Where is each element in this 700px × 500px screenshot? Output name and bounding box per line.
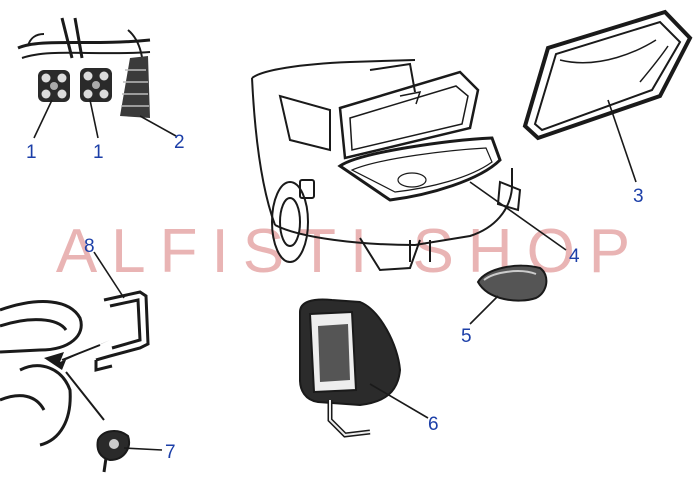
leader-line-4 <box>469 181 567 251</box>
body-bracket-illustration <box>0 300 105 447</box>
lamp-housing-part <box>299 298 402 438</box>
leader-line-7 <box>123 447 163 451</box>
trunk-lid-open <box>338 70 480 160</box>
leader-line-1b <box>89 99 99 139</box>
boot-seal <box>120 56 150 118</box>
leader-line-3 <box>607 99 637 183</box>
watermark-text: ALFISTI SHOP <box>56 217 644 286</box>
leader-line-6 <box>369 383 429 419</box>
callout-5: 5 <box>461 326 472 347</box>
pad-part <box>476 264 548 302</box>
callout-7: 7 <box>165 442 176 463</box>
grommet-plug-right <box>80 68 112 102</box>
callout-1b: 1 <box>93 142 104 163</box>
leader-line-1a <box>33 99 53 139</box>
leader-line-8 <box>93 251 125 299</box>
callout-8: 8 <box>84 236 95 257</box>
callout-1a: 1 <box>26 142 37 163</box>
callout-4: 4 <box>569 246 580 267</box>
car-rear-illustration <box>251 59 522 272</box>
callout-2: 2 <box>174 132 185 153</box>
clip-part <box>96 430 130 473</box>
grommet-plug-left <box>38 70 70 102</box>
trunk-opening <box>337 136 502 202</box>
callout-6: 6 <box>428 414 439 435</box>
gasket-part <box>94 290 150 372</box>
callout-3: 3 <box>633 186 644 207</box>
leader-line-2 <box>139 115 177 137</box>
arrow-pointer <box>44 340 110 370</box>
leader-line-5 <box>469 295 499 325</box>
trunk-lid-seal <box>522 9 693 141</box>
leader-lines <box>33 99 637 451</box>
door-seal-illustration <box>17 17 151 91</box>
